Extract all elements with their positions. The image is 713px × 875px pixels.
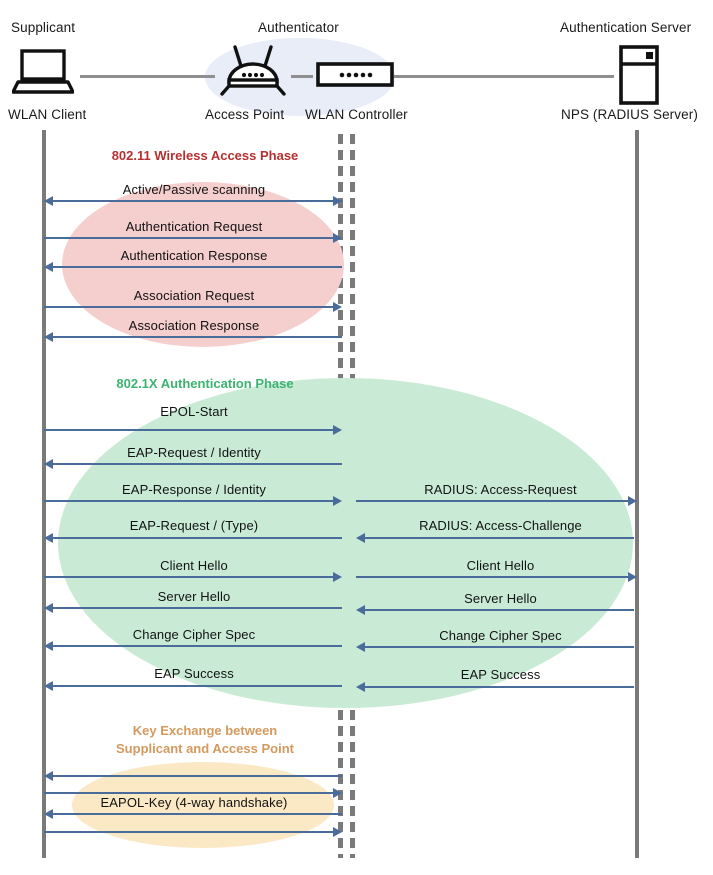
- actor-name-access-point: Access Point: [205, 107, 285, 122]
- arrow-head-left-icon: [356, 605, 365, 615]
- message-arrow: [44, 237, 336, 239]
- actor-name-wlan-controller: WLAN Controller: [305, 107, 408, 122]
- message-arrow: [44, 792, 336, 794]
- message-arrow: [46, 813, 342, 815]
- message-label: Client Hello: [160, 558, 228, 573]
- arrow-head-left-icon: [44, 641, 53, 651]
- arrow-head-right-icon: [628, 572, 637, 582]
- arrow-head-left-icon: [44, 681, 53, 691]
- message-label: Authentication Request: [125, 219, 263, 234]
- message-label-right: RADIUS: Access-Challenge: [419, 518, 582, 533]
- arrow-head-right-icon: [333, 496, 342, 506]
- arrow-head-left-icon: [356, 642, 365, 652]
- wireless-router-icon: [216, 44, 290, 101]
- message-arrow-right: [356, 576, 630, 578]
- phase-key-exchange-label-line2: Supplicant and Access Point: [116, 741, 294, 756]
- arrow-head-right-icon: [333, 425, 342, 435]
- message-label-right: Client Hello: [466, 558, 535, 573]
- message-label: EAP Success: [154, 666, 234, 681]
- message-arrow: [44, 831, 336, 833]
- message-label-right: Change Cipher Spec: [439, 628, 562, 643]
- message-label: Authentication Response: [120, 248, 268, 263]
- message-label: Association Request: [133, 288, 255, 303]
- message-arrow: [46, 266, 342, 268]
- message-label: Active/Passive scanning: [122, 182, 266, 197]
- server-icon: [618, 45, 660, 110]
- message-arrow-right: [356, 500, 630, 502]
- arrow-head-right-icon: [333, 788, 342, 798]
- message-label: Change Cipher Spec: [132, 627, 256, 642]
- arrow-head-right-icon: [333, 233, 342, 243]
- laptop-icon: [11, 48, 75, 99]
- message-arrow: [46, 537, 342, 539]
- message-arrow: [46, 775, 342, 777]
- arrow-head-left-icon: [44, 809, 53, 819]
- message-arrow: [46, 463, 342, 465]
- message-arrow: [46, 336, 342, 338]
- arrow-head-left-icon: [44, 332, 53, 342]
- message-arrow: [44, 429, 336, 431]
- message-arrow: [44, 500, 336, 502]
- phase-802-11-label: 802.11 Wireless Access Phase: [111, 148, 299, 163]
- message-label-right: EAP Success: [460, 667, 541, 682]
- arrow-head-left-icon: [44, 603, 53, 613]
- message-label: EAP-Request / (Type): [129, 518, 259, 533]
- arrow-head-left-icon: [44, 262, 53, 272]
- message-arrow: [46, 200, 342, 202]
- actor-name-nps-radius-server: NPS (RADIUS Server): [561, 107, 698, 122]
- message-label: EAP-Request / Identity: [127, 445, 261, 460]
- message-label-right: Server Hello: [464, 591, 537, 606]
- connector-controller-to-server: [394, 75, 614, 78]
- actor-name-wlan-client: WLAN Client: [8, 107, 87, 122]
- actor-role-authentication-server: Authentication Server: [560, 20, 692, 35]
- message-arrow-right: [358, 609, 634, 611]
- message-label: EPOL-Start: [160, 404, 228, 419]
- arrow-head-left-icon: [44, 196, 53, 206]
- arrow-head-left-icon: [356, 682, 365, 692]
- actor-role-authenticator: Authenticator: [258, 20, 339, 35]
- arrow-head-right-icon: [333, 196, 342, 206]
- message-label: Server Hello: [157, 589, 231, 604]
- controller-icon: [316, 61, 394, 94]
- message-arrow: [46, 685, 342, 687]
- arrow-head-right-icon: [333, 302, 342, 312]
- message-arrow-right: [358, 646, 634, 648]
- message-arrow: [44, 306, 336, 308]
- message-arrow: [46, 607, 342, 609]
- lifeline-authentication-server: [635, 130, 639, 858]
- message-arrow-right: [358, 537, 634, 539]
- message-label: EAP-Response / Identity: [122, 482, 266, 497]
- arrow-head-right-icon: [333, 827, 342, 837]
- lifeline-supplicant: [42, 130, 46, 858]
- message-label: EAPOL-Key (4-way handshake): [100, 795, 288, 810]
- phase-802-11-ellipse: [62, 182, 344, 347]
- phase-key-exchange-label-line1: Key Exchange between: [132, 723, 278, 738]
- phase-802-1x-ellipse: [58, 378, 633, 708]
- message-arrow: [44, 576, 336, 578]
- connector-client-to-ap: [80, 75, 215, 78]
- phase-802-1x-label: 802.1X Authentication Phase: [116, 376, 294, 391]
- actor-role-supplicant: Supplicant: [11, 20, 76, 35]
- arrow-head-right-icon: [628, 496, 637, 506]
- arrow-head-left-icon: [44, 459, 53, 469]
- message-arrow: [46, 645, 342, 647]
- message-label-right: RADIUS: Access-Request: [424, 482, 577, 497]
- arrow-head-left-icon: [356, 533, 365, 543]
- message-arrow-right: [358, 686, 634, 688]
- arrow-head-left-icon: [44, 533, 53, 543]
- message-label: Association Response: [128, 318, 260, 333]
- arrow-head-left-icon: [44, 771, 53, 781]
- connector-ap-to-controller: [291, 75, 313, 78]
- arrow-head-right-icon: [333, 572, 342, 582]
